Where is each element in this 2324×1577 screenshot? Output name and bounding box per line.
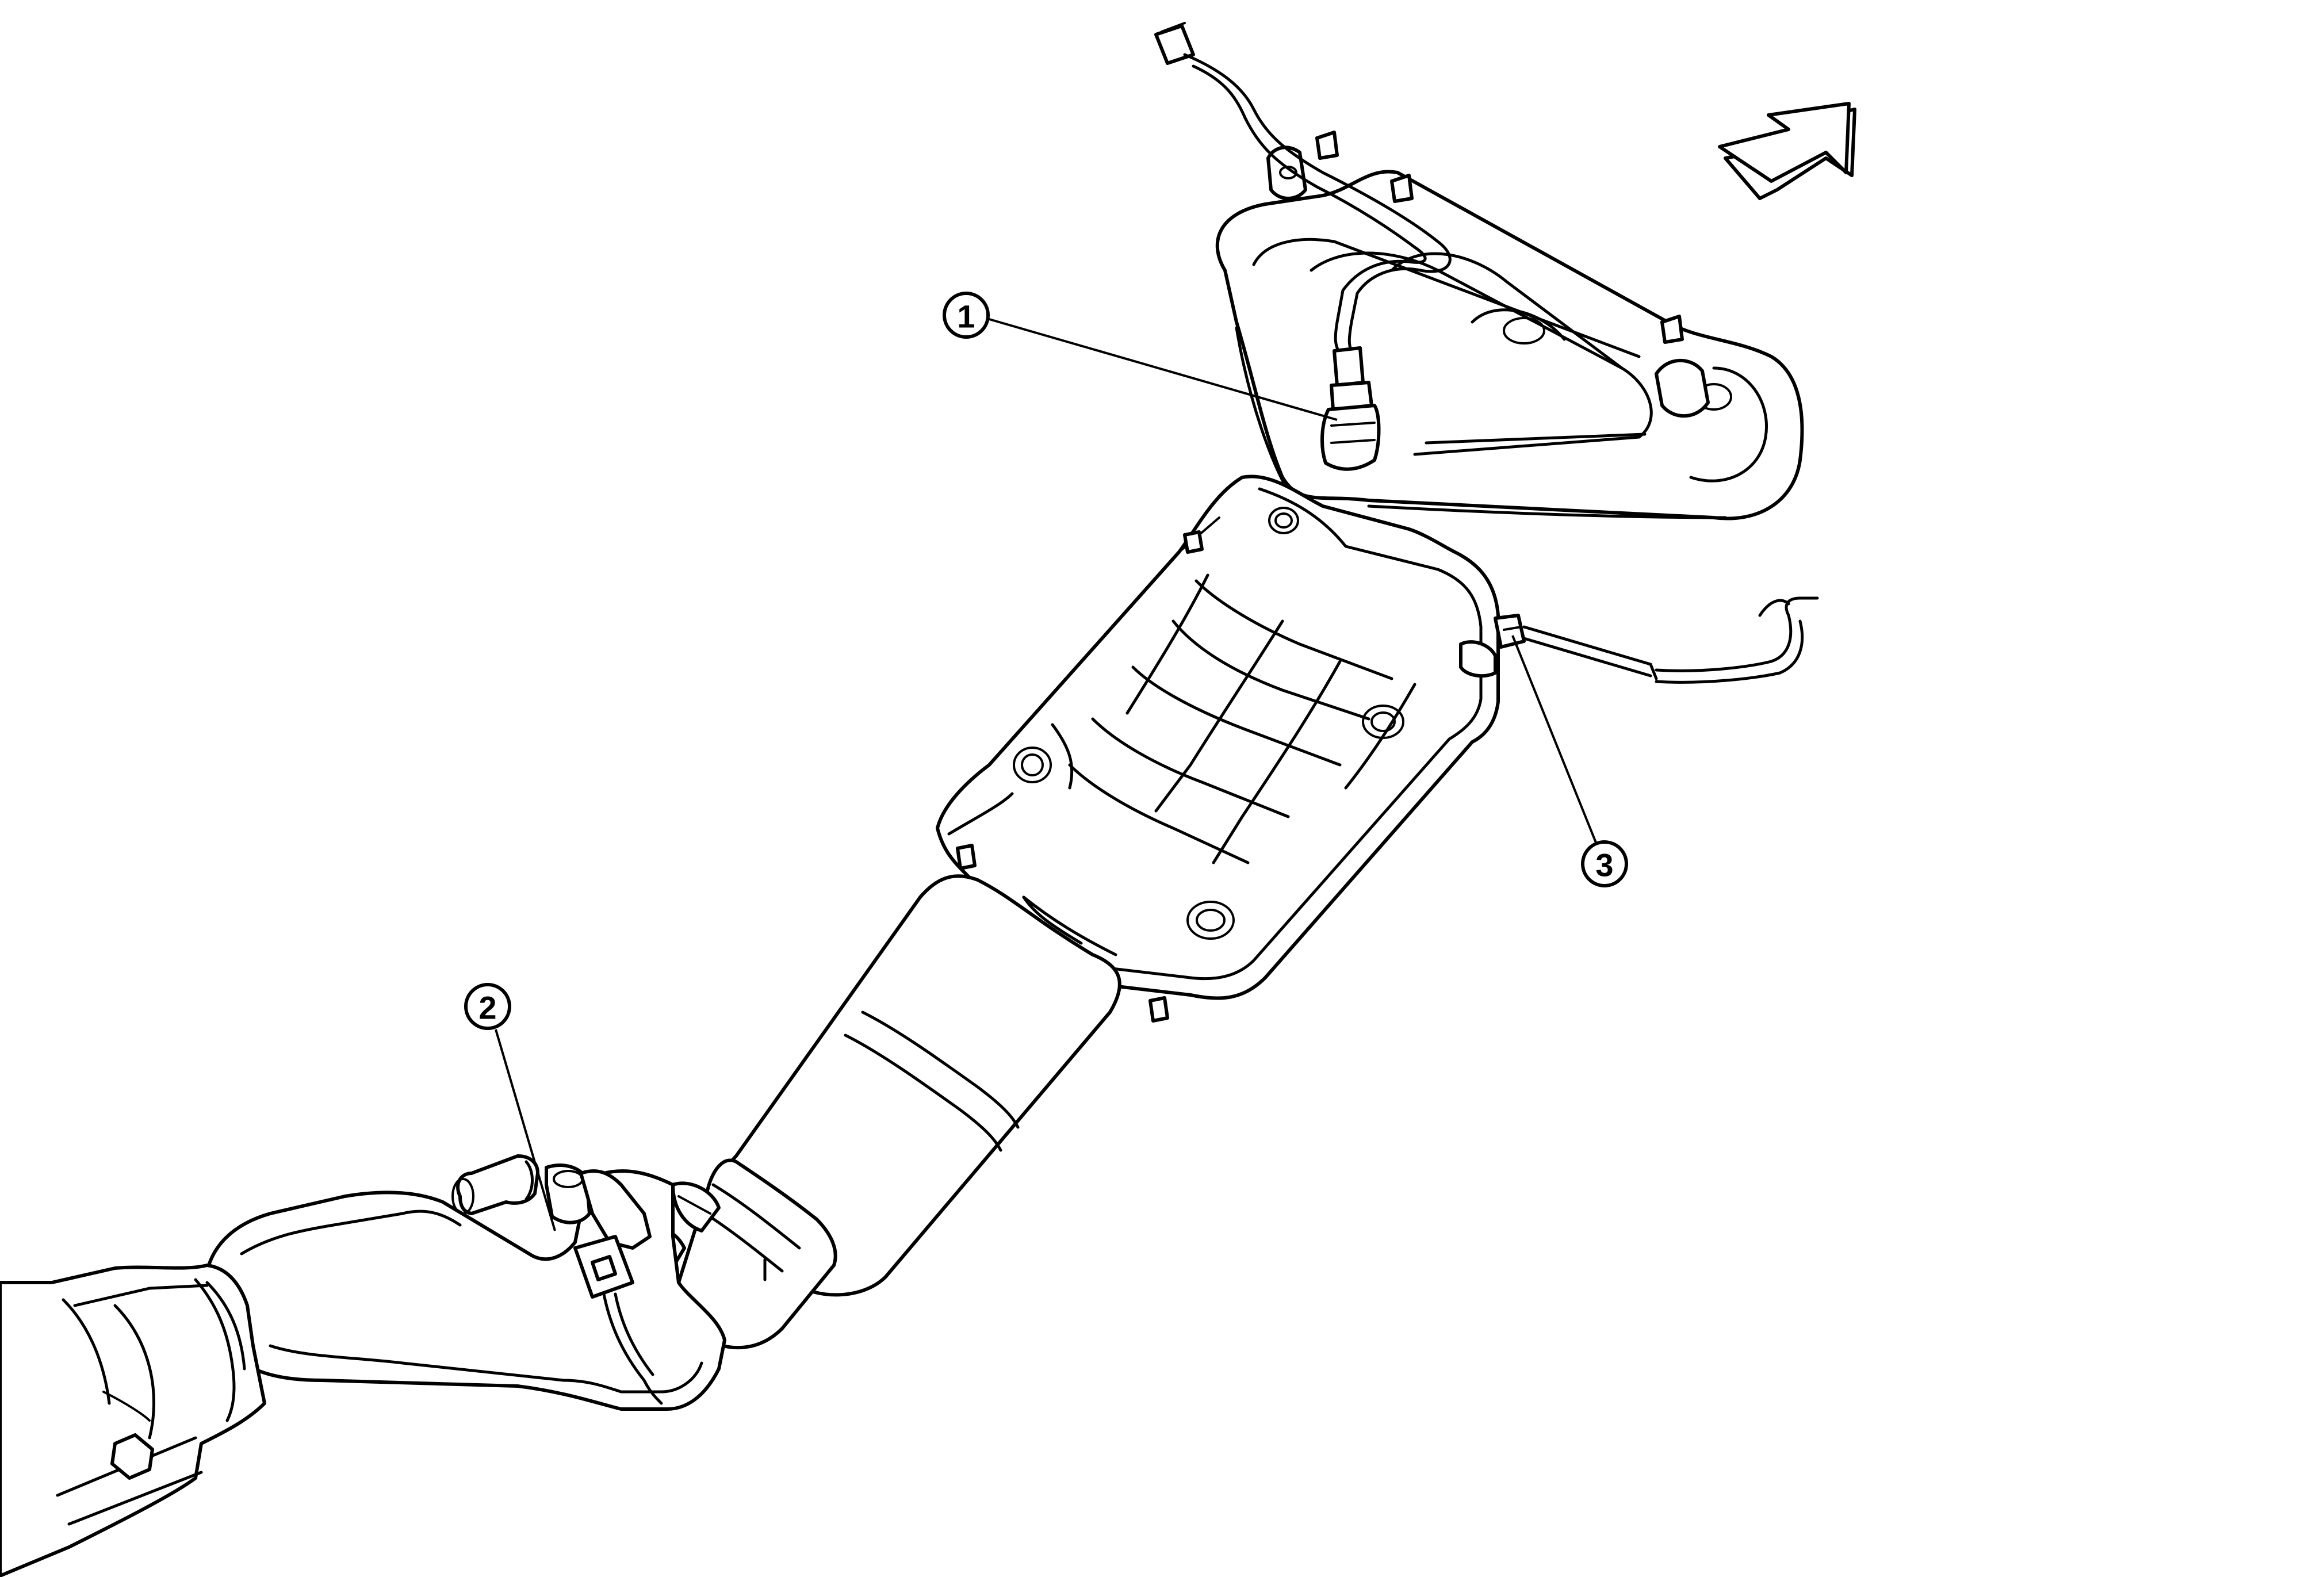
callout-2-label: 2 bbox=[478, 990, 496, 1026]
callout-3-label: 3 bbox=[1595, 847, 1613, 883]
oxygen-sensor-3 bbox=[1494, 596, 1819, 684]
muffler-flange bbox=[0, 1264, 266, 1577]
front-direction-arrow-icon bbox=[1718, 102, 1856, 200]
catalyst-body bbox=[717, 874, 1121, 1297]
catalyst-heat-shield bbox=[936, 474, 1500, 1023]
sensor-1-harness bbox=[1154, 22, 1452, 354]
callout-3: 3 bbox=[1581, 840, 1628, 887]
callout-leaders bbox=[495, 318, 1597, 1231]
callout-2: 2 bbox=[464, 983, 511, 1030]
callout-1: 1 bbox=[943, 292, 990, 339]
exhaust-manifold bbox=[1215, 131, 1804, 520]
oxygen-sensor-1 bbox=[1320, 346, 1381, 471]
exhaust-pipe-lower bbox=[205, 1154, 726, 1411]
callout-1-label: 1 bbox=[957, 298, 975, 335]
